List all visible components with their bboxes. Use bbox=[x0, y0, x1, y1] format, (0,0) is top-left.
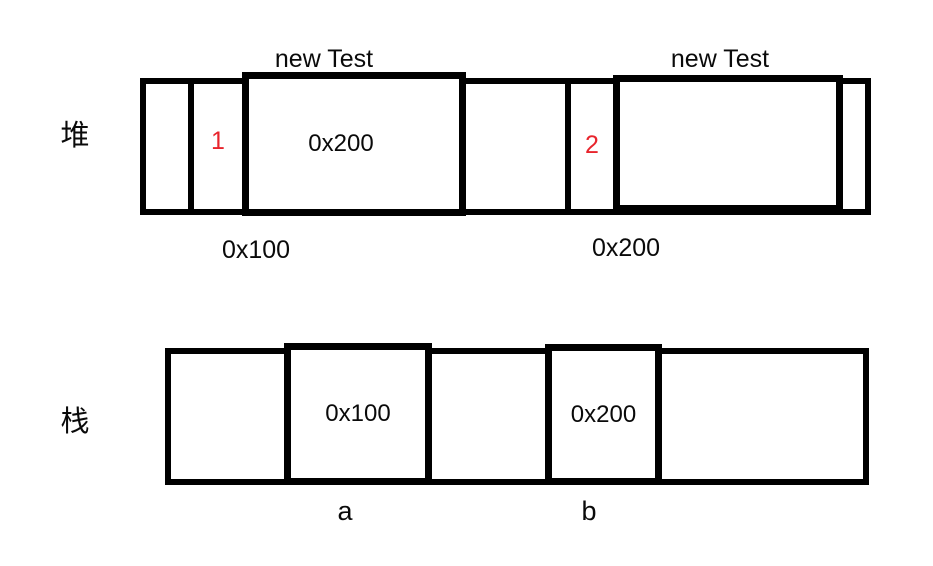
stack-var-a-label: a bbox=[337, 496, 353, 526]
heap-object1-title: new Test bbox=[274, 45, 374, 73]
heap-object-box-1: 0x200 bbox=[242, 72, 466, 216]
stack-section-label: 栈 bbox=[60, 406, 90, 438]
heap-object2-title: new Test bbox=[670, 45, 770, 73]
heap-address-label-1: 0x100 bbox=[221, 236, 291, 264]
heap-section-label: 堆 bbox=[60, 120, 90, 152]
stack-slot-b-value: 0x200 bbox=[570, 400, 637, 428]
heap-ref-marker-2: 2 bbox=[585, 131, 599, 159]
heap-object-box-2 bbox=[613, 75, 843, 212]
heap-address-label-2: 0x200 bbox=[591, 234, 661, 262]
heap-rect bbox=[140, 78, 871, 215]
stack-rect bbox=[165, 348, 869, 485]
stack-slot-b-box: 0x200 bbox=[545, 344, 662, 485]
stack-slot-a-box: 0x100 bbox=[284, 343, 432, 485]
heap-object1-value: 0x200 bbox=[308, 130, 374, 157]
heap-ref-marker-1: 1 bbox=[211, 127, 225, 155]
heap-divider-1 bbox=[188, 78, 194, 215]
stack-var-b-label: b bbox=[581, 496, 597, 526]
stack-slot-a-value: 0x100 bbox=[325, 400, 391, 427]
heap-divider-2 bbox=[565, 78, 571, 215]
